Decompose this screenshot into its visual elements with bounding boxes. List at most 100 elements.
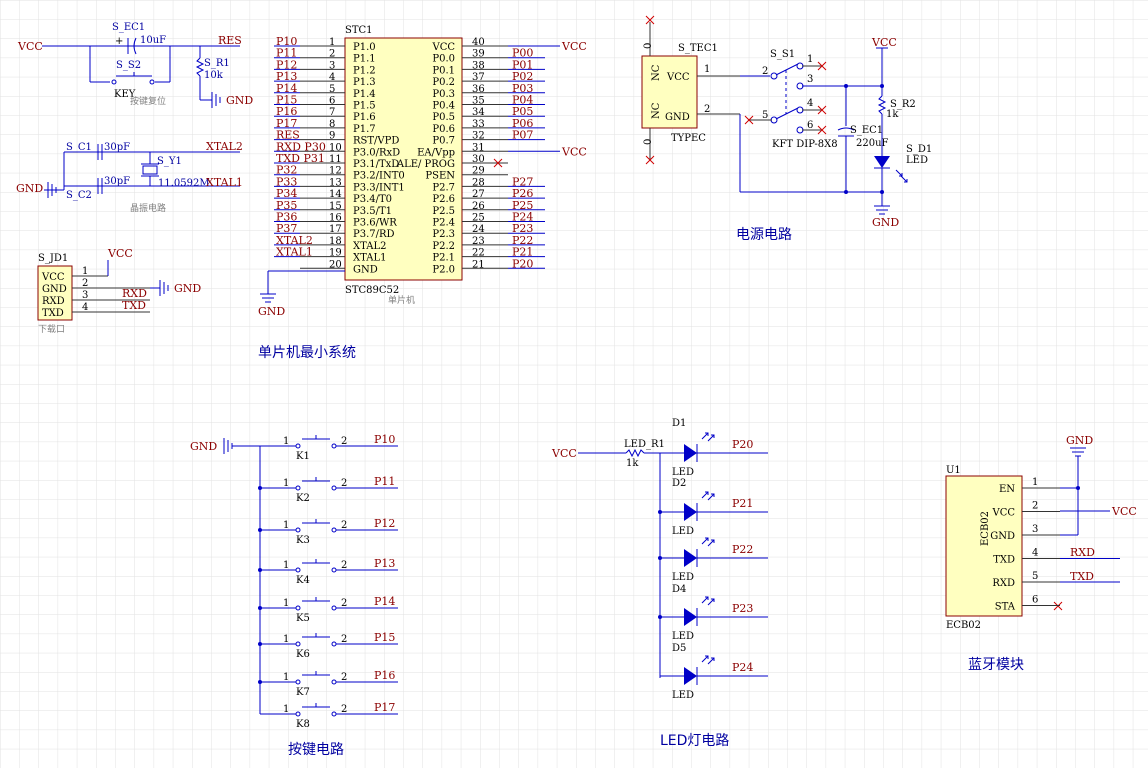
mcu-pin-number: 16 xyxy=(329,213,342,224)
net-label-p34: P34 xyxy=(276,187,297,200)
bt-pin-number: 3 xyxy=(1032,524,1038,535)
led-icon xyxy=(684,549,697,567)
svg-text:3: 3 xyxy=(82,290,88,301)
section-title-bluetooth: 蓝牙模块 xyxy=(968,657,1024,673)
mcu-pin-number: 2 xyxy=(329,49,335,60)
mcu-pin-name: P3.6/WR xyxy=(353,218,397,229)
mcu-pin-number: 17 xyxy=(329,224,342,235)
mcu-pin-number: 9 xyxy=(329,131,335,142)
mcu-pin-name: EA/Vpp xyxy=(417,147,455,158)
net-label-txd-p31: TXD P31 xyxy=(276,152,325,165)
header-pin-4: TXD xyxy=(42,308,64,319)
svg-text:0: 0 xyxy=(643,43,654,49)
mcu-pin-number: 20 xyxy=(329,259,342,270)
cap-ref: S_EC1 xyxy=(112,22,145,33)
mcu-pin-name: P0.6 xyxy=(432,124,455,135)
net-label-vcc: VCC xyxy=(561,145,587,158)
no-connect-icon xyxy=(493,158,503,168)
svg-text:NC: NC xyxy=(651,102,662,119)
res-value: 1k xyxy=(626,458,639,469)
net-label-p36: P36 xyxy=(276,211,297,224)
bt-pin-number: 4 xyxy=(1032,548,1038,559)
net-label-p17: P17 xyxy=(374,701,395,714)
net-label-p07: P07 xyxy=(512,129,533,142)
mcu-pin-number: 40 xyxy=(472,37,485,48)
svg-text:2: 2 xyxy=(762,66,768,77)
net-label-p12: P12 xyxy=(276,58,297,71)
switch-part: KFT DIP-8X8 xyxy=(772,139,838,150)
net-label-vcc: VCC xyxy=(871,36,897,49)
net-label-p32: P32 xyxy=(276,164,297,177)
mcu-pin-name: P2.2 xyxy=(432,241,455,252)
crystal-ref: S_Y1 xyxy=(157,156,182,167)
net-label-p20: P20 xyxy=(732,438,753,451)
mcu-pin-name: P1.7 xyxy=(353,124,376,135)
capacitor-symbol xyxy=(837,127,855,131)
net-label-res: RES xyxy=(276,129,300,142)
net-label-p26: P26 xyxy=(512,187,533,200)
svg-text:0: 0 xyxy=(643,139,654,145)
mcu-pin-name: P0.0 xyxy=(432,54,455,65)
net-label-p12: P12 xyxy=(374,517,395,530)
mcu-pin-name: P1.6 xyxy=(353,112,376,123)
key-ref: K8 xyxy=(296,719,310,730)
led-ref: D1 xyxy=(672,418,686,429)
no-connect-icon xyxy=(817,105,827,115)
resistor-symbol xyxy=(877,95,887,115)
mcu-pin-number: 7 xyxy=(329,107,335,118)
svg-text:1: 1 xyxy=(704,64,710,75)
led-value: LED xyxy=(672,572,694,583)
bt-pin-number: 6 xyxy=(1032,595,1038,606)
net-label-vcc: VCC xyxy=(561,40,587,53)
net-label-xtal2: XTAL2 xyxy=(276,234,313,247)
net-label-gnd: GND xyxy=(226,94,253,107)
net-label-p22: P22 xyxy=(732,543,753,556)
mcu-pin-name: P3.1/TxD xyxy=(353,159,399,170)
led-ref: S_D1 xyxy=(906,144,932,155)
net-label-p23: P23 xyxy=(732,602,753,615)
mcu-pin-number: 39 xyxy=(472,49,485,60)
svg-text:1: 1 xyxy=(283,436,289,447)
net-label-res: RES xyxy=(218,34,242,47)
mcu-pin-number: 1 xyxy=(329,37,335,48)
net-label-gnd: GND xyxy=(174,282,201,295)
led-icon xyxy=(874,156,890,168)
led-icon xyxy=(684,608,697,626)
net-label-p14: P14 xyxy=(374,595,395,608)
mcu-caption: 单片机 xyxy=(388,294,415,306)
svg-text:1: 1 xyxy=(283,598,289,609)
led-icon xyxy=(684,667,697,685)
bt-pin-number: 2 xyxy=(1032,501,1038,512)
mcu-pin-number: 35 xyxy=(472,96,485,107)
net-label-vcc: VCC xyxy=(551,447,577,460)
net-label-p11: P11 xyxy=(276,47,297,60)
mcu-pin-name: P1.4 xyxy=(353,89,376,100)
crystal-circuit: S_C1 30pF S_C2 30pF S_Y1 11.0592M XTAL2 … xyxy=(16,140,243,214)
header-caption: 下载口 xyxy=(38,323,65,335)
mcu-pin-number: 38 xyxy=(472,60,485,71)
mcu-pin-name: P3.2/INT0 xyxy=(353,171,405,182)
mcu-pin-name: P2.5 xyxy=(432,206,455,217)
c2-ref: S_C2 xyxy=(66,190,92,201)
net-label-gnd: GND xyxy=(872,216,899,229)
download-header: S_JD1 VCC GND RXD TXD 1 2 3 4 VCC GND RX… xyxy=(37,247,201,335)
net-label-p24: P24 xyxy=(512,211,533,224)
svg-text:6: 6 xyxy=(807,120,813,131)
mcu-pin-number: 18 xyxy=(329,236,342,247)
key-ref: K7 xyxy=(296,687,310,698)
led-icon xyxy=(684,503,697,521)
mcu-body xyxy=(344,37,463,281)
mcu-pin-name: XTAL2 xyxy=(353,241,386,252)
mcu-pin-name: P2.0 xyxy=(432,264,455,275)
res-ref: LED_R1 xyxy=(624,439,665,450)
mcu-pin-name: P0.7 xyxy=(432,136,455,147)
svg-text:1: 1 xyxy=(283,704,289,715)
key-ref: K5 xyxy=(296,613,310,624)
net-label-p21: P21 xyxy=(732,497,753,510)
key-value: KEY xyxy=(114,89,136,100)
net-label-vcc: VCC xyxy=(17,40,43,53)
bt-ref: U1 xyxy=(946,465,961,476)
net-label-rxd-p30: RXD P30 xyxy=(276,140,326,153)
